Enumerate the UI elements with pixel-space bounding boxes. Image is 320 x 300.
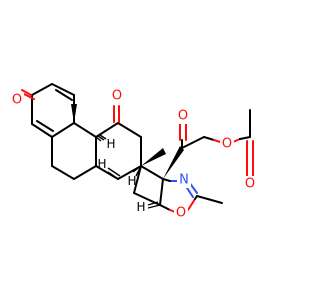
oxygen-c11-label: O xyxy=(112,89,122,104)
oxygen-ester-carbonyl-label: O xyxy=(245,177,255,192)
c8-hash-bond xyxy=(107,167,121,180)
h-c8-label: H xyxy=(97,157,106,171)
c13-methyl-wedge xyxy=(141,148,166,166)
c3-oxygen-bond-b xyxy=(23,93,35,100)
c16-oxygen-bond xyxy=(159,204,171,211)
nitrogen-oxazoline-label: N xyxy=(179,173,189,188)
c16-hash-bond xyxy=(147,201,161,209)
ring-a-bonds xyxy=(31,83,75,138)
oxygen-c3-label: O xyxy=(12,93,22,108)
c3-oxygen-bond-a xyxy=(21,89,32,96)
molecule-diagram: O O O O O O N H H H H xyxy=(10,83,257,221)
oxygen-oxazoline-label: O xyxy=(176,206,186,221)
h-c9-label: H xyxy=(106,137,115,151)
oxazoline-n-c-bond-black xyxy=(162,178,171,182)
ring-b-bonds xyxy=(51,122,97,180)
c20-c21-bond xyxy=(181,136,205,149)
h-c14-label: H xyxy=(127,174,136,188)
c14-hash-bond xyxy=(132,165,142,177)
oxygen-ester-link-label: O xyxy=(222,137,232,152)
oxazoline-methyl-bond xyxy=(196,195,223,204)
h-c16-label: H xyxy=(136,200,145,214)
c17-side-chain-wedge xyxy=(163,146,184,179)
c10-methyl-wedge xyxy=(71,104,77,123)
oxazoline-o-c-bond xyxy=(187,198,196,211)
c21-oxygen-bond xyxy=(203,136,215,141)
c21-oxygen-bond-red xyxy=(213,139,221,143)
oxygen-c20-label: O xyxy=(178,109,188,124)
c9-hash-bond xyxy=(95,134,107,142)
ester-o-carbonyl-bond-black xyxy=(239,136,251,140)
ester-o-carbonyl-bond xyxy=(232,138,241,143)
